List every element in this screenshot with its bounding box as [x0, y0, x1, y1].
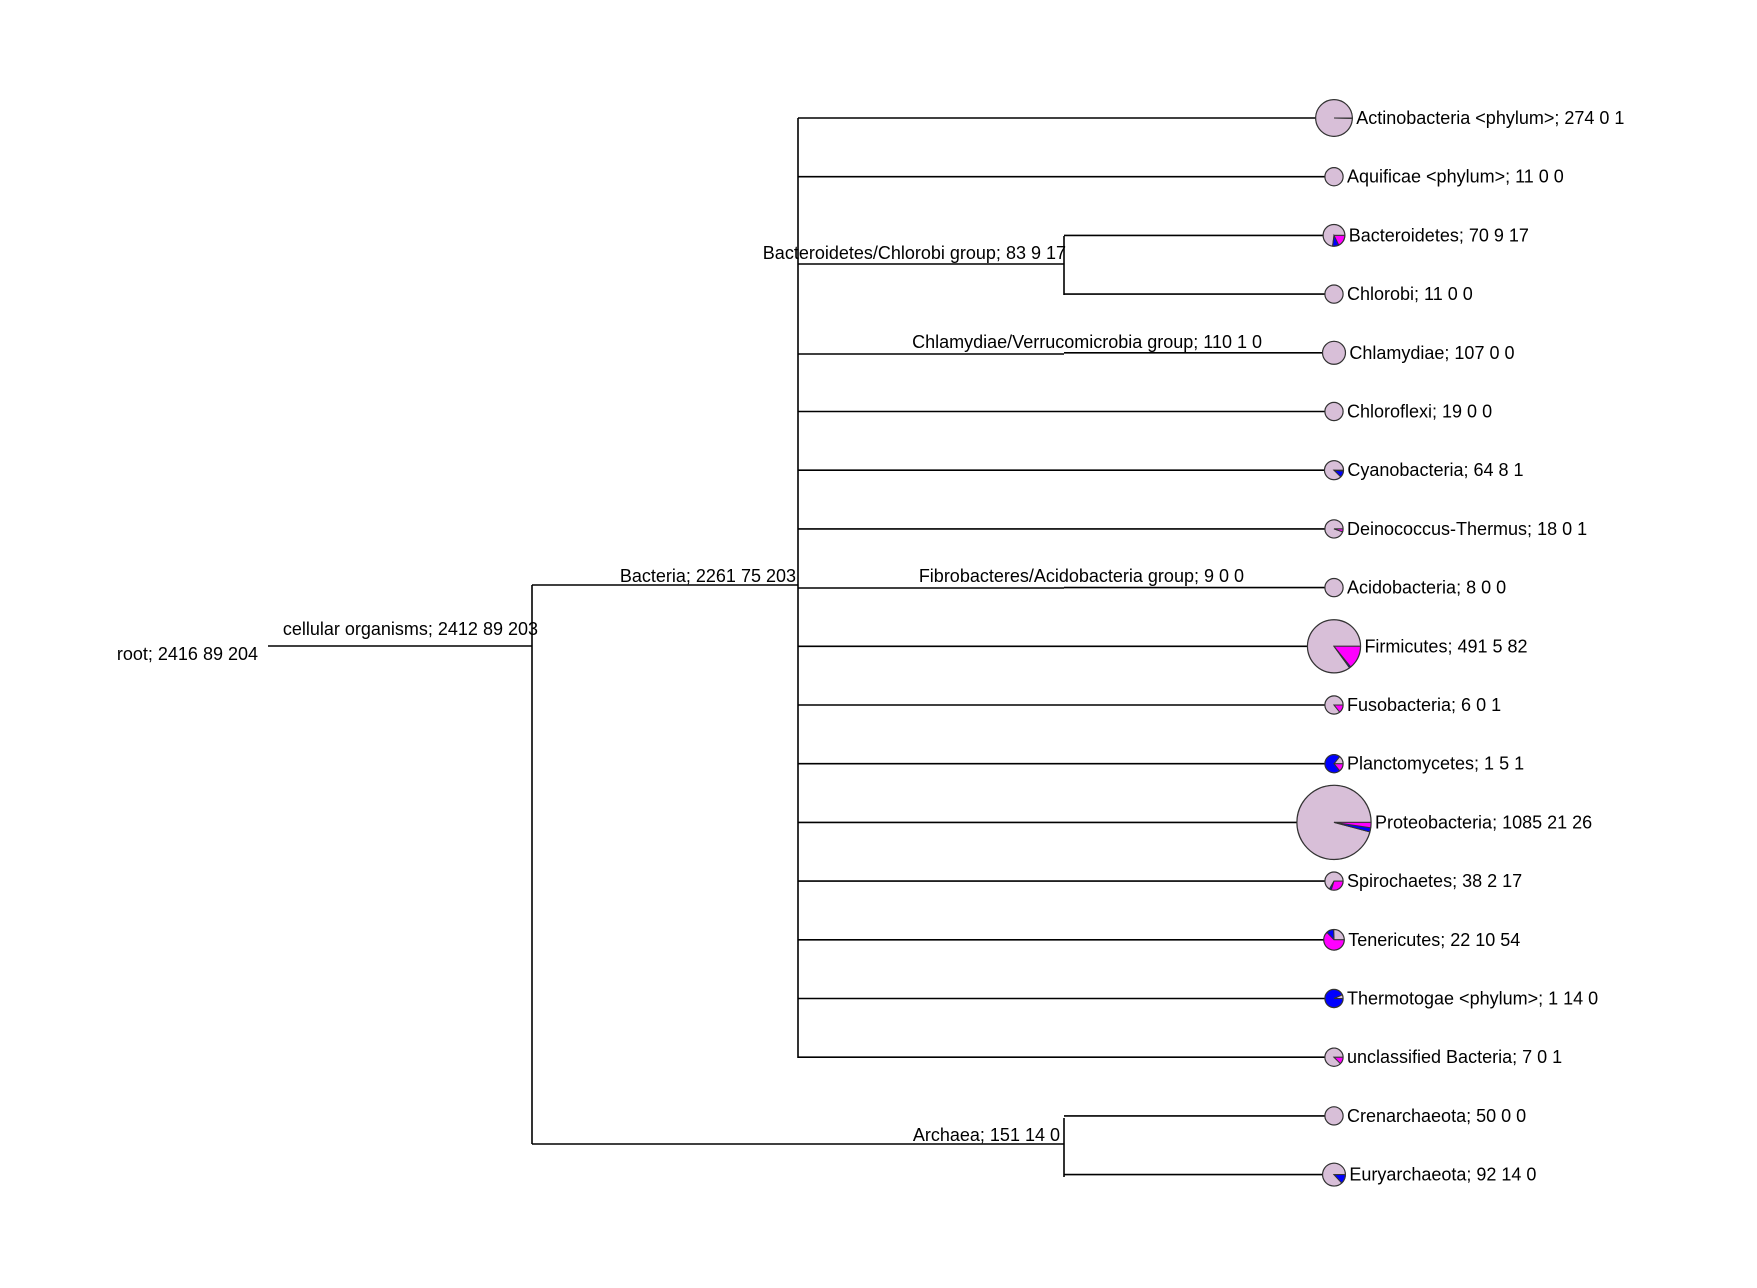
leaf-label-aquificae-phylum: Aquificae <phylum>; 11 0 0: [1347, 167, 1564, 187]
leaf-label-bacteroidetes: Bacteroidetes; 70 9 17: [1349, 225, 1529, 245]
leaf-label-euryarchaeota: Euryarchaeota; 92 14 0: [1349, 1165, 1536, 1185]
slice-assigned-unclassified-bacteria: [1324, 1047, 1344, 1067]
node-label-archaea: Archaea; 151 14 0: [913, 1125, 1060, 1145]
slice-blue-thermotogae-phylum: [1324, 989, 1344, 1008]
slice-magenta-spirochaetes: [1330, 880, 1344, 891]
node-label-chlamydiae-group: Chlamydiae/Verrucomicrobia group; 110 1 …: [912, 332, 1262, 352]
leaf-label-chlorobi: Chlorobi; 11 0 0: [1347, 284, 1473, 304]
leaf-label-unclassified-bacteria: unclassified Bacteria; 7 0 1: [1347, 1047, 1562, 1067]
slice-assigned-crenarchaeota: [1324, 1106, 1344, 1126]
leaf-label-crenarchaeota: Crenarchaeota; 50 0 0: [1347, 1106, 1526, 1126]
leaf-label-chloroflexi: Chloroflexi; 19 0 0: [1347, 402, 1492, 422]
leaf-labels: Actinobacteria <phylum>; 274 0 1 Aquifica…: [1347, 108, 1624, 1185]
node-label-bacteria: Bacteria; 2261 75 203: [620, 566, 796, 586]
pie-deinococcus-thermus: [1324, 519, 1344, 539]
leaf-label-firmicutes: Firmicutes; 491 5 82: [1364, 636, 1527, 656]
pie-aquificae-phylum: [1324, 166, 1344, 187]
slice-assigned-chlorobi: [1324, 284, 1344, 304]
slice-assigned-aquificae-phylum: [1324, 167, 1344, 187]
slice-blue-euryarchaeota: [1332, 1174, 1346, 1184]
leaf-label-chlamydiae: Chlamydiae; 107 0 0: [1349, 343, 1514, 363]
pie-spirochaetes: [1324, 871, 1344, 891]
leaf-label-acidobacteria: Acidobacteria; 8 0 0: [1347, 578, 1506, 598]
pie-tenericutes: [1323, 928, 1345, 951]
leaf-label-thermotogae-phylum: Thermotogae <phylum>; 1 14 0: [1347, 989, 1598, 1009]
slice-assigned-chloroflexi: [1324, 402, 1344, 421]
leaf-label-cyanobacteria: Cyanobacteria; 64 8 1: [1347, 460, 1523, 480]
pie-proteobacteria: [1296, 784, 1372, 861]
slice-assigned-spirochaetes: [1324, 871, 1344, 890]
slice-magenta-bacteroidetes: [1333, 234, 1346, 246]
slice-magenta-tenericutes: [1323, 931, 1345, 951]
pie-chlamydiae: [1321, 340, 1347, 365]
leaf-label-deinococcus-thermus: Deinococcus-Thermus; 18 0 1: [1347, 519, 1587, 539]
pie-firmicutes: [1306, 619, 1362, 674]
slice-assigned-firmicutes: [1307, 619, 1361, 674]
leaf-label-tenericutes: Tenericutes; 22 10 54: [1348, 930, 1520, 950]
slice-magenta-unclassified-bacteria: [1332, 1056, 1344, 1065]
pie-bacteroidetes: [1322, 223, 1346, 247]
leaf-label-actinobacteria-phylum: Actinobacteria <phylum>; 274 0 1: [1356, 108, 1624, 128]
pie-chlorobi: [1324, 284, 1344, 304]
pie-euryarchaeota: [1321, 1162, 1347, 1187]
leaf-label-spirochaetes: Spirochaetes; 38 2 17: [1347, 871, 1522, 891]
leaf-pies: [1296, 99, 1372, 1187]
tree-edges: [268, 117, 1334, 1177]
node-label-root: root; 2416 89 204: [117, 644, 258, 664]
slice-magenta-cyanobacteria: [1333, 469, 1344, 472]
slice-magenta-firmicutes: [1332, 645, 1361, 668]
pie-actinobacteria-phylum: [1315, 99, 1353, 137]
slice-magenta-fusobacteria: [1332, 704, 1344, 713]
pie-fusobacteria: [1324, 695, 1344, 715]
slice-magenta-planctomycetes: [1332, 763, 1344, 772]
pie-unclassified-bacteria: [1324, 1047, 1344, 1067]
pie-chloroflexi: [1324, 401, 1344, 422]
node-label-bacteroidetes-chlorobi-group: Bacteroidetes/Chlorobi group; 83 9 17: [763, 243, 1066, 263]
slice-assigned-acidobacteria: [1324, 578, 1344, 598]
slice-blue-planctomycetes: [1324, 754, 1341, 774]
node-label-fibro-acido-group: Fibrobacteres/Acidobacteria group; 9 0 0: [919, 566, 1244, 586]
slice-magenta-proteobacteria: [1333, 821, 1372, 829]
slice-assigned-chlamydiae: [1322, 340, 1346, 365]
node-label-cellular: cellular organisms; 2412 89 203: [283, 619, 538, 639]
pie-cyanobacteria: [1323, 460, 1345, 481]
leaf-label-proteobacteria: Proteobacteria; 1085 21 26: [1375, 812, 1592, 832]
pie-crenarchaeota: [1324, 1106, 1344, 1126]
leaf-label-fusobacteria: Fusobacteria; 6 0 1: [1347, 695, 1501, 715]
slice-assigned-tenericutes: [1333, 929, 1345, 941]
slice-assigned-euryarchaeota: [1322, 1162, 1346, 1187]
pie-planctomycetes: [1324, 754, 1344, 774]
pie-acidobacteria: [1324, 577, 1344, 598]
slice-magenta-deinococcus-thermus: [1333, 528, 1344, 533]
leaf-label-planctomycetes: Planctomycetes; 1 5 1: [1347, 754, 1524, 774]
leaf-edges: [798, 117, 1334, 1176]
pie-thermotogae-phylum: [1324, 988, 1344, 1009]
